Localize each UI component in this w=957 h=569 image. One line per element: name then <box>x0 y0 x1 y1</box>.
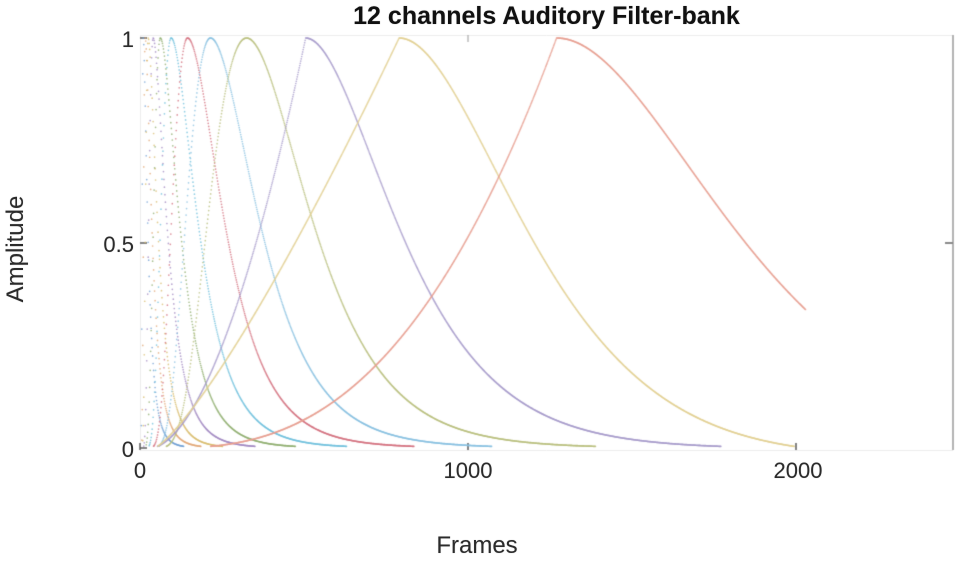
y-tick-label-0p5: 0.5 <box>103 232 134 257</box>
x-tick-label-2000: 2000 <box>773 458 823 483</box>
y-tick-label-1: 1 <box>121 27 134 52</box>
x-axis-label: Frames <box>436 532 518 559</box>
y-tick-label-0: 0 <box>121 437 134 462</box>
x-tick-label-0: 0 <box>133 458 147 483</box>
plot-title: 12 channels Auditory Filter-bank <box>353 2 740 30</box>
x-tick-label-1000: 1000 <box>443 458 493 483</box>
